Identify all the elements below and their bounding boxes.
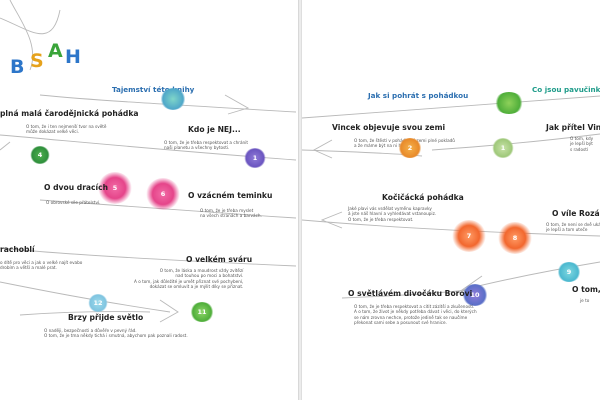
section-title-b: Co jsou pavučinky [532,85,600,94]
entry-body-1: O tom, že i ten nejmenší tvor na světě m… [26,124,107,135]
number-badge-10: 10 [462,284,488,306]
entry-body-2: O tom, že je třeba respektovat a chránit… [164,140,249,151]
entry-title-6: O velkém sváru [186,255,253,264]
entry-body-5: o dítě pro věci a jak o velké najít evab… [0,260,83,271]
number-badge-8: 8 [512,234,518,242]
flower-blob-6 [146,178,180,210]
entry-title-r1: Vincek objevuje svou zemi [332,123,446,132]
entry-title-r6: O tom, že [572,285,600,294]
number-badge-11: 11 [190,302,214,322]
heading-letter-s: S [30,50,44,72]
watercolor-blob [160,88,186,110]
entry-title-r5: O světlávém divočáku Borovi [348,289,473,298]
branch-lines-right [302,95,600,299]
entry-title-r4: O víle Rozárce a d [552,209,600,218]
entry-title-5: rachoblí [0,245,35,254]
entry-title-7: Brzy přijde světlo [68,313,144,322]
heading-letter-h: H [65,46,81,68]
number-badge-6: 6 [160,190,166,198]
entry-body-6: O tom, že láska a moudrost vždy zvítězí … [134,268,244,290]
entry-body-r6: je to [580,298,590,303]
number-badge-7: 7 [466,232,472,240]
entry-body-r5: O tom, že je třeba respektovat a citit z… [354,304,477,326]
heading-letter-a: A [48,40,63,62]
right-page: Jak si pohrát s pohádkou Co jsou pavučin… [302,0,600,400]
entry-body-r4: O tom, že není se dvě ukáže je lepší a t… [546,222,600,233]
number-badge-5: 5 [112,184,118,192]
book-spine [298,0,302,400]
number-badge-1r: 1 [492,138,514,158]
left-page: B S A H Tajemství této knihy plná malá č… [0,0,298,400]
entry-title-4: O vzácném teminku [188,191,273,200]
number-badge-4: 4 [30,146,50,164]
entry-title-r2: Jak přítel Vin [546,123,600,132]
flower-blob-5 [98,172,132,204]
number-badge-9: 9 [557,262,581,282]
flower-blob-8 [498,222,532,254]
heading-letter-b: B [10,56,25,78]
entry-title-2: Kdo je NEJ... [188,125,241,134]
section-title-a: Jak si pohrát s pohádkou [368,91,469,100]
entry-title-1: plná malá čarodějnická pohádka [0,109,139,118]
entry-title-3: O dvou dracích [44,183,109,192]
number-badge-2: 2 [398,138,422,158]
entry-body-7: O naději, bezpečnosti a důvěře v pevný ř… [44,328,188,339]
section-title: Tajemství této knihy [112,85,195,94]
entry-body-r2: O tom, kdy je lepší být s radostí [570,136,594,152]
flower-blob-7 [452,220,486,252]
entry-body-3: O obrovské síle přátelství. [46,200,101,205]
entry-title-r3: Kočičácká pohádka [382,193,464,202]
number-badge-1: 1 [244,148,266,168]
watercolor-blob-green [494,92,524,114]
entry-body-r3: Jaké plavi vás vsdělat vyměnu kapravky á… [348,206,437,222]
entry-body-4: O tom, že je třeba myslet na všech stran… [200,208,262,219]
number-badge-12: 12 [88,294,108,312]
